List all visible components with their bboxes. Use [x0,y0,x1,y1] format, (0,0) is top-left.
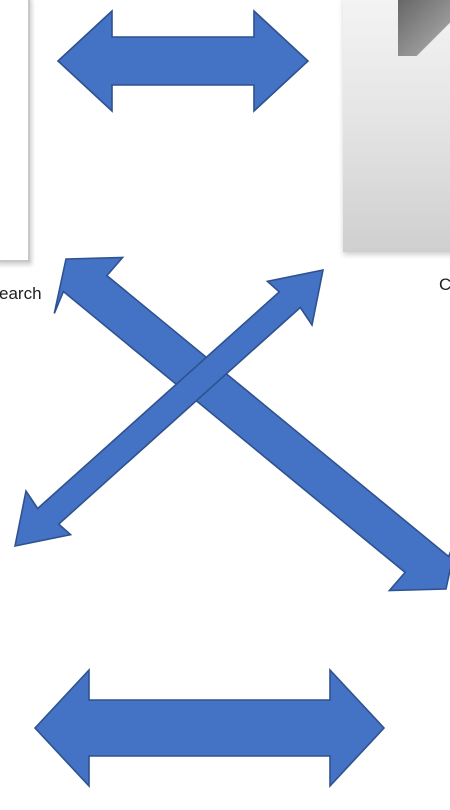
double-arrow-top [56,9,310,113]
right-label: C [439,275,450,294]
left-image-panel [0,0,30,262]
left-label: earch [0,284,42,303]
double-arrow-diagonal-up [13,268,325,548]
photo-shadow-shape [398,0,450,56]
right-photo [343,0,450,252]
double-arrow-diagonal-down [53,256,450,592]
double-arrow-bottom [33,667,386,789]
